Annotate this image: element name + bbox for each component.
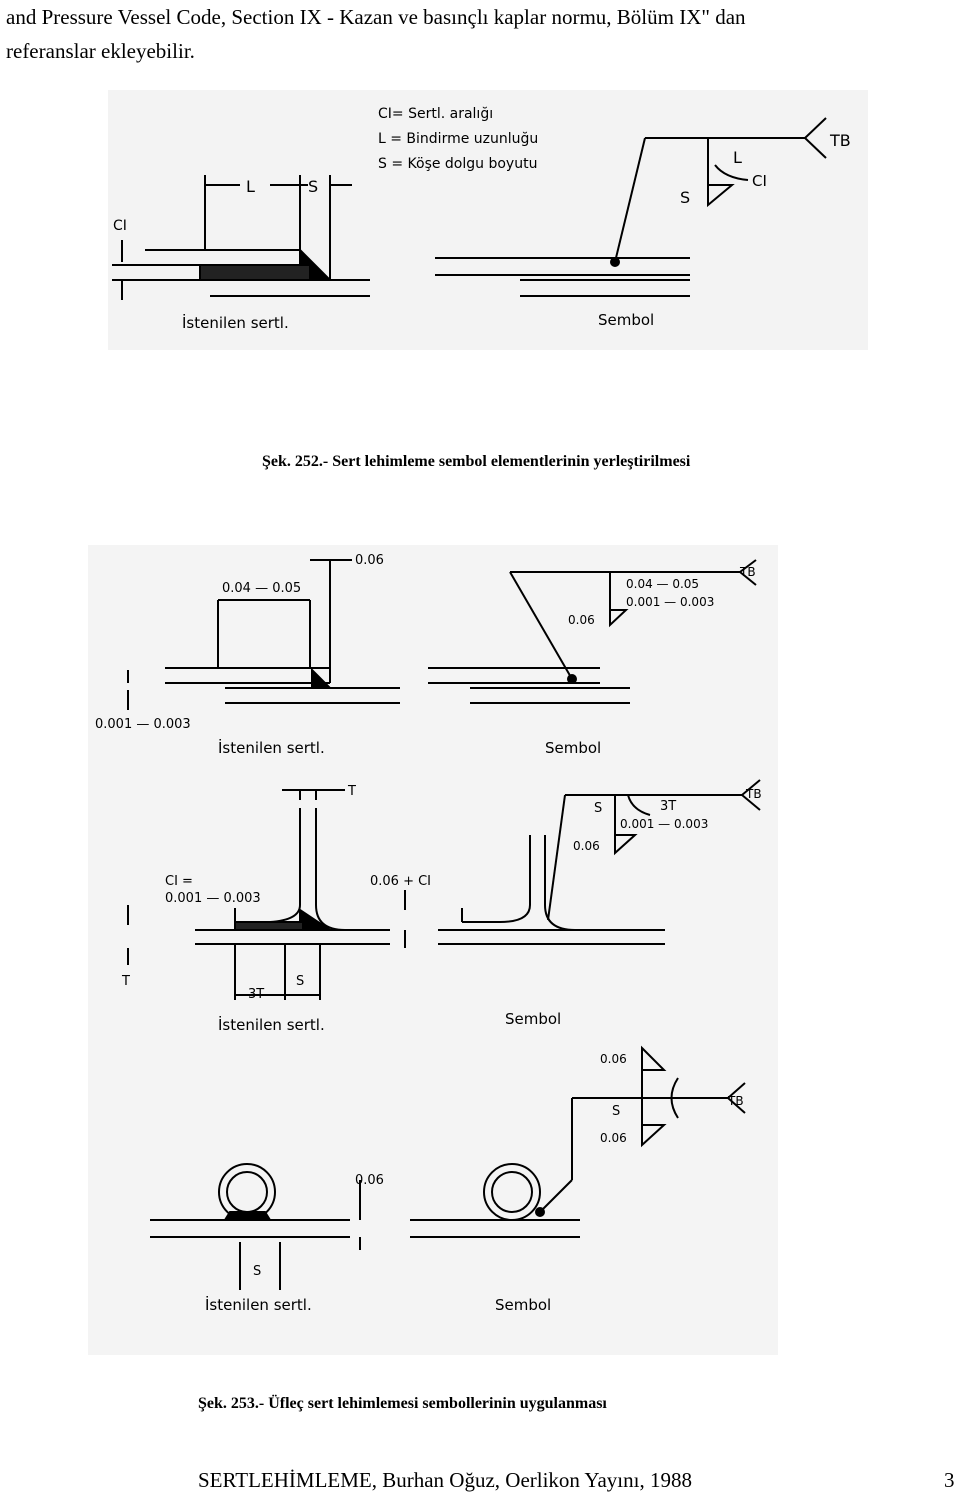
b-sym-tb: TB <box>745 787 762 801</box>
figure-252: CI= Sertl. aralığı L = Bindirme uzunluğu… <box>108 90 868 350</box>
a-label-sembol: Sembol <box>545 739 601 757</box>
c-sym-bottom: 0.06 <box>600 1131 627 1145</box>
sym-s: S <box>680 188 690 207</box>
a-dim-span: 0.04 — 0.05 <box>222 581 301 596</box>
b-dim-ci1: CI = <box>165 874 193 889</box>
c-sym-top: 0.06 <box>600 1052 627 1066</box>
b-dim-t2: T <box>121 974 130 989</box>
figure-253: 0.06 0.04 — 0.05 0.001 — 0.003 0.04 — 0.… <box>88 545 778 1355</box>
a-dim-gap: 0.001 — 0.003 <box>95 717 191 732</box>
c-sym-tb: TB <box>727 1094 744 1108</box>
a-sym-tb: TB <box>739 565 756 579</box>
label-sembol-252: Sembol <box>598 311 654 329</box>
page-number: 3 <box>944 1468 955 1492</box>
caption-252: Şek. 252.- Sert lehimleme sembol element… <box>262 453 691 470</box>
sym-tb: TB <box>829 131 851 150</box>
b-label-istenilen: İstenilen sertl. <box>218 1015 325 1034</box>
intro-line-2: referanslar ekleyebilir. <box>6 39 195 63</box>
label-istenilen-252: İstenilen sertl. <box>182 313 289 332</box>
dim-s: S <box>308 177 318 196</box>
a-dim-top: 0.06 <box>355 553 384 568</box>
a-sym-range1: 0.04 — 0.05 <box>626 577 699 591</box>
legend-l: L = Bindirme uzunluğu <box>378 131 538 147</box>
figure-252-background <box>108 90 868 350</box>
a-label-istenilen: İstenilen sertl. <box>218 738 325 757</box>
b-sym-s: S <box>594 801 602 816</box>
c-dim-006: 0.06 <box>355 1173 384 1188</box>
b-dim-ci3: 0.06 + CI <box>370 874 431 889</box>
caption-253: Şek. 253.- Üfleç sert lehimlemesi sembol… <box>198 1395 607 1412</box>
c-dim-s: S <box>253 1264 261 1279</box>
b-sym-006: 0.06 <box>573 839 600 853</box>
c-label-sembol: Sembol <box>495 1296 551 1314</box>
b-label-sembol: Sembol <box>505 1010 561 1028</box>
legend-ci: CI= Sertl. aralığı <box>378 106 493 122</box>
dim-l: L <box>246 177 255 196</box>
a-sym-s: 0.06 <box>568 613 595 627</box>
sym-ci: CI <box>752 172 767 190</box>
b-dim-t: T <box>347 784 356 799</box>
intro-paragraph: and Pressure Vessel Code, Section IX - K… <box>6 0 956 68</box>
c-label-istenilen: İstenilen sertl. <box>205 1295 312 1314</box>
b-sym-3t: 3T <box>660 799 676 814</box>
b-dim-3t: 3T <box>248 987 264 1002</box>
c-sym-s: S <box>612 1104 620 1119</box>
sym-l: L <box>733 148 742 167</box>
legend-s: S = Köşe dolgu boyutu <box>378 156 537 172</box>
b-dim-s: S <box>296 974 304 989</box>
dim-ci: CI <box>113 218 127 234</box>
footer-citation: SERTLEHİMLEME, Burhan Oğuz, Oerlikon Yay… <box>198 1468 692 1492</box>
b-sym-range: 0.001 — 0.003 <box>620 817 708 831</box>
figure-253-background <box>88 545 778 1355</box>
b-dim-ci2: 0.001 — 0.003 <box>165 891 261 906</box>
intro-line-1: and Pressure Vessel Code, Section IX - K… <box>6 5 746 29</box>
a-sym-range2: 0.001 — 0.003 <box>626 595 714 609</box>
